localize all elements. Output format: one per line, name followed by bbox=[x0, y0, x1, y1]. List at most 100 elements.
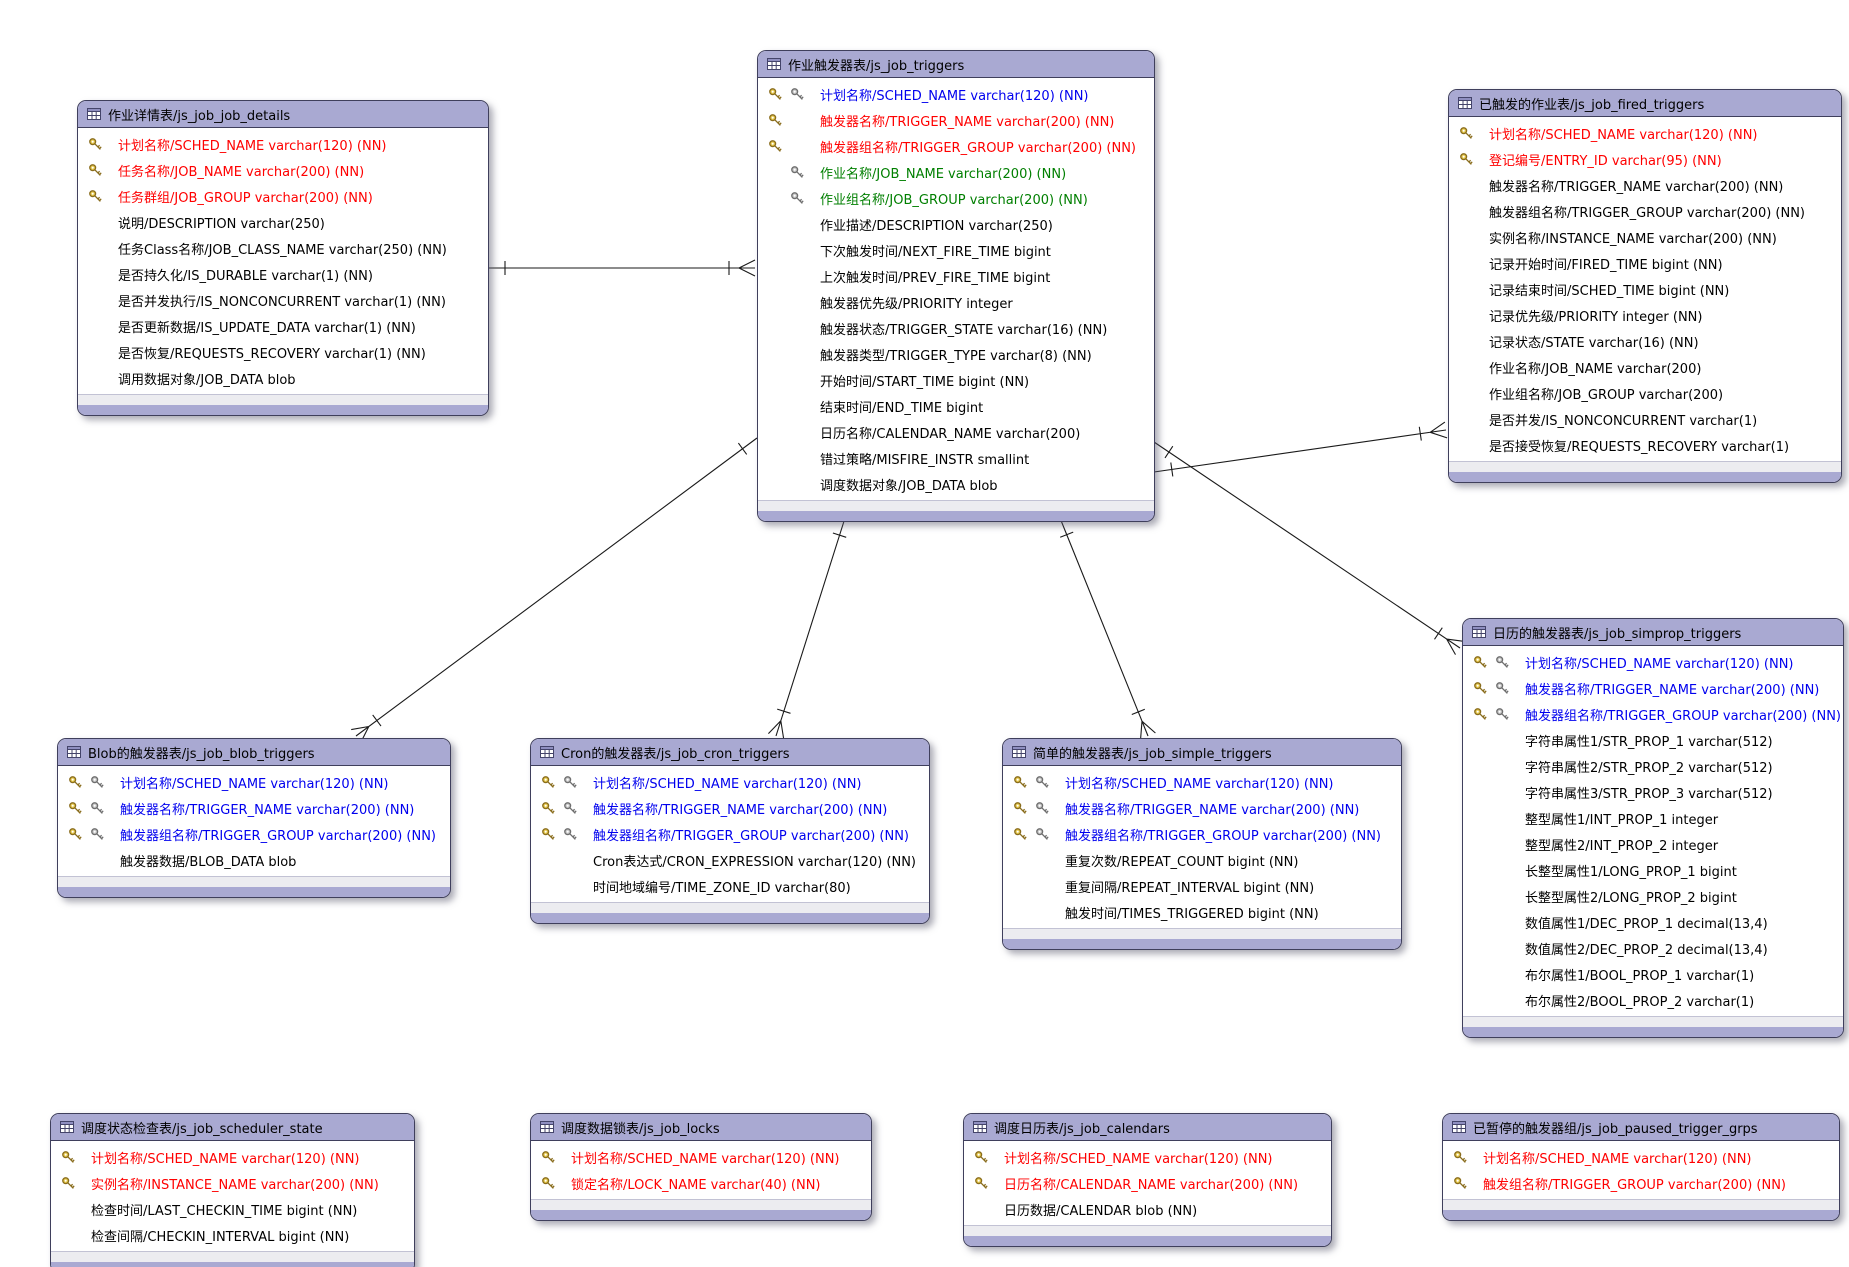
column-row[interactable]: 作业名称/JOB_NAME varchar(200) bbox=[1449, 354, 1841, 380]
column-row[interactable]: 实例名称/INSTANCE_NAME varchar(200) (NN) bbox=[1449, 224, 1841, 250]
column-row[interactable]: 锁定名称/LOCK_NAME varchar(40) (NN) bbox=[531, 1170, 871, 1196]
column-row[interactable]: 作业名称/JOB_NAME varchar(200) (NN) bbox=[758, 159, 1154, 185]
column-row[interactable]: 整型属性2/INT_PROP_2 integer bbox=[1463, 831, 1843, 857]
column-row[interactable]: 是否恢复/REQUESTS_RECOVERY varchar(1) (NN) bbox=[78, 339, 488, 365]
column-row[interactable]: 触发器名称/TRIGGER_NAME varchar(200) (NN) bbox=[1449, 172, 1841, 198]
column-row[interactable]: 错过策略/MISFIRE_INSTR smallint bbox=[758, 445, 1154, 471]
column-row[interactable]: 任务名称/JOB_NAME varchar(200) (NN) bbox=[78, 157, 488, 183]
column-row[interactable]: 计划名称/SCHED_NAME varchar(120) (NN) bbox=[964, 1144, 1331, 1170]
column-row[interactable]: 字符串属性1/STR_PROP_1 varchar(512) bbox=[1463, 727, 1843, 753]
column-row[interactable]: 触发器组名称/TRIGGER_GROUP varchar(200) (NN) bbox=[1003, 821, 1401, 847]
column-row[interactable]: 计划名称/SCHED_NAME varchar(120) (NN) bbox=[1003, 769, 1401, 795]
column-row[interactable]: 记录优先级/PRIORITY integer (NN) bbox=[1449, 302, 1841, 328]
column-row[interactable]: 重复次数/REPEAT_COUNT bigint (NN) bbox=[1003, 847, 1401, 873]
db-table-js_job_calendars[interactable]: 调度日历表/js_job_calendars 计划名称/SCHED_NAME v… bbox=[963, 1113, 1332, 1247]
column-row[interactable]: 是否并发执行/IS_NONCONCURRENT varchar(1) (NN) bbox=[78, 287, 488, 313]
column-row[interactable]: 作业描述/DESCRIPTION varchar(250) bbox=[758, 211, 1154, 237]
column-row[interactable]: 日历名称/CALENDAR_NAME varchar(200) bbox=[758, 419, 1154, 445]
column-row[interactable]: 任务Class名称/JOB_CLASS_NAME varchar(250) (N… bbox=[78, 235, 488, 261]
column-row[interactable]: 结束时间/END_TIME bigint bbox=[758, 393, 1154, 419]
db-table-js_job_locks[interactable]: 调度数据锁表/js_job_locks 计划名称/SCHED_NAME varc… bbox=[530, 1113, 872, 1221]
column-row[interactable]: 触发器状态/TRIGGER_STATE varchar(16) (NN) bbox=[758, 315, 1154, 341]
column-row[interactable]: 实例名称/INSTANCE_NAME varchar(200) (NN) bbox=[51, 1170, 414, 1196]
column-row[interactable]: 字符串属性2/STR_PROP_2 varchar(512) bbox=[1463, 753, 1843, 779]
column-row[interactable]: 触发器优先级/PRIORITY integer bbox=[758, 289, 1154, 315]
column-row[interactable]: 字符串属性3/STR_PROP_3 varchar(512) bbox=[1463, 779, 1843, 805]
table-header[interactable]: 调度日历表/js_job_calendars bbox=[964, 1114, 1331, 1141]
column-row[interactable]: 作业组名称/JOB_GROUP varchar(200) (NN) bbox=[758, 185, 1154, 211]
column-row[interactable]: 调度数据对象/JOB_DATA blob bbox=[758, 471, 1154, 497]
column-row[interactable]: 是否接受恢复/REQUESTS_RECOVERY varchar(1) bbox=[1449, 432, 1841, 458]
table-header[interactable]: 调度状态检查表/js_job_scheduler_state bbox=[51, 1114, 414, 1141]
table-header[interactable]: 日历的触发器表/js_job_simprop_triggers bbox=[1463, 619, 1843, 646]
db-table-js_job_paused_trigger_grps[interactable]: 已暂停的触发器组/js_job_paused_trigger_grps 计划名称… bbox=[1442, 1113, 1840, 1221]
column-row[interactable]: 计划名称/SCHED_NAME varchar(120) (NN) bbox=[531, 1144, 871, 1170]
db-table-js_job_scheduler_state[interactable]: 调度状态检查表/js_job_scheduler_state 计划名称/SCHE… bbox=[50, 1113, 415, 1267]
db-table-js_job_blob_triggers[interactable]: Blob的触发器表/js_job_blob_triggers 计划名称/SCHE… bbox=[57, 738, 451, 898]
table-header[interactable]: 作业详情表/js_job_job_details bbox=[78, 101, 488, 128]
column-row[interactable]: 上次触发时间/PREV_FIRE_TIME bigint bbox=[758, 263, 1154, 289]
column-row[interactable]: 说明/DESCRIPTION varchar(250) bbox=[78, 209, 488, 235]
column-row[interactable]: Cron表达式/CRON_EXPRESSION varchar(120) (NN… bbox=[531, 847, 929, 873]
db-table-js_job_simprop_triggers[interactable]: 日历的触发器表/js_job_simprop_triggers 计划名称/SCH… bbox=[1462, 618, 1844, 1038]
column-row[interactable]: 日历名称/CALENDAR_NAME varchar(200) (NN) bbox=[964, 1170, 1331, 1196]
column-row[interactable]: 触发时间/TIMES_TRIGGERED bigint (NN) bbox=[1003, 899, 1401, 925]
db-table-js_job_fired_triggers[interactable]: 已触发的作业表/js_job_fired_triggers 计划名称/SCHED… bbox=[1448, 89, 1842, 483]
column-row[interactable]: 计划名称/SCHED_NAME varchar(120) (NN) bbox=[758, 81, 1154, 107]
column-row[interactable]: 触发器类型/TRIGGER_TYPE varchar(8) (NN) bbox=[758, 341, 1154, 367]
column-row[interactable]: 计划名称/SCHED_NAME varchar(120) (NN) bbox=[1463, 649, 1843, 675]
column-row[interactable]: 布尔属性2/BOOL_PROP_2 varchar(1) bbox=[1463, 987, 1843, 1013]
column-row[interactable]: 触发器名称/TRIGGER_NAME varchar(200) (NN) bbox=[1003, 795, 1401, 821]
column-row[interactable]: 计划名称/SCHED_NAME varchar(120) (NN) bbox=[531, 769, 929, 795]
table-header[interactable]: 调度数据锁表/js_job_locks bbox=[531, 1114, 871, 1141]
column-row[interactable]: 检查间隔/CHECKIN_INTERVAL bigint (NN) bbox=[51, 1222, 414, 1248]
column-row[interactable]: 计划名称/SCHED_NAME varchar(120) (NN) bbox=[1449, 120, 1841, 146]
column-row[interactable]: 触发器组名称/TRIGGER_GROUP varchar(200) (NN) bbox=[758, 133, 1154, 159]
db-table-js_job_simple_triggers[interactable]: 简单的触发器表/js_job_simple_triggers 计划名称/SCHE… bbox=[1002, 738, 1402, 950]
column-row[interactable]: 下次触发时间/NEXT_FIRE_TIME bigint bbox=[758, 237, 1154, 263]
table-header[interactable]: Cron的触发器表/js_job_cron_triggers bbox=[531, 739, 929, 766]
table-header[interactable]: 已触发的作业表/js_job_fired_triggers bbox=[1449, 90, 1841, 117]
table-header[interactable]: 简单的触发器表/js_job_simple_triggers bbox=[1003, 739, 1401, 766]
column-row[interactable]: 整型属性1/INT_PROP_1 integer bbox=[1463, 805, 1843, 831]
column-row[interactable]: 计划名称/SCHED_NAME varchar(120) (NN) bbox=[58, 769, 450, 795]
column-row[interactable]: 重复间隔/REPEAT_INTERVAL bigint (NN) bbox=[1003, 873, 1401, 899]
column-row[interactable]: 触发组名称/TRIGGER_GROUP varchar(200) (NN) bbox=[1443, 1170, 1839, 1196]
column-row[interactable]: 计划名称/SCHED_NAME varchar(120) (NN) bbox=[78, 131, 488, 157]
column-row[interactable]: 开始时间/START_TIME bigint (NN) bbox=[758, 367, 1154, 393]
column-row[interactable]: 检查时间/LAST_CHECKIN_TIME bigint (NN) bbox=[51, 1196, 414, 1222]
db-table-js_job_triggers[interactable]: 作业触发器表/js_job_triggers 计划名称/SCHED_NAME v… bbox=[757, 50, 1155, 522]
column-row[interactable]: 记录状态/STATE varchar(16) (NN) bbox=[1449, 328, 1841, 354]
column-row[interactable]: 触发器名称/TRIGGER_NAME varchar(200) (NN) bbox=[58, 795, 450, 821]
column-row[interactable]: 计划名称/SCHED_NAME varchar(120) (NN) bbox=[51, 1144, 414, 1170]
column-row[interactable]: 长整型属性2/LONG_PROP_2 bigint bbox=[1463, 883, 1843, 909]
table-header[interactable]: 作业触发器表/js_job_triggers bbox=[758, 51, 1154, 78]
column-row[interactable]: 触发器名称/TRIGGER_NAME varchar(200) (NN) bbox=[531, 795, 929, 821]
column-row[interactable]: 记录结束时间/SCHED_TIME bigint (NN) bbox=[1449, 276, 1841, 302]
column-row[interactable]: 是否持久化/IS_DURABLE varchar(1) (NN) bbox=[78, 261, 488, 287]
column-row[interactable]: 作业组名称/JOB_GROUP varchar(200) bbox=[1449, 380, 1841, 406]
column-row[interactable]: 时间地域编号/TIME_ZONE_ID varchar(80) bbox=[531, 873, 929, 899]
column-row[interactable]: 触发器名称/TRIGGER_NAME varchar(200) (NN) bbox=[758, 107, 1154, 133]
table-header[interactable]: Blob的触发器表/js_job_blob_triggers bbox=[58, 739, 450, 766]
column-row[interactable]: 触发器数据/BLOB_DATA blob bbox=[58, 847, 450, 873]
column-row[interactable]: 触发器组名称/TRIGGER_GROUP varchar(200) (NN) bbox=[1463, 701, 1843, 727]
column-row[interactable]: 任务群组/JOB_GROUP varchar(200) (NN) bbox=[78, 183, 488, 209]
column-row[interactable]: 登记编号/ENTRY_ID varchar(95) (NN) bbox=[1449, 146, 1841, 172]
column-row[interactable]: 长整型属性1/LONG_PROP_1 bigint bbox=[1463, 857, 1843, 883]
column-row[interactable]: 触发器组名称/TRIGGER_GROUP varchar(200) (NN) bbox=[1449, 198, 1841, 224]
column-row[interactable]: 数值属性1/DEC_PROP_1 decimal(13,4) bbox=[1463, 909, 1843, 935]
column-row[interactable]: 触发器组名称/TRIGGER_GROUP varchar(200) (NN) bbox=[58, 821, 450, 847]
column-row[interactable]: 是否并发/IS_NONCONCURRENT varchar(1) bbox=[1449, 406, 1841, 432]
column-row[interactable]: 计划名称/SCHED_NAME varchar(120) (NN) bbox=[1443, 1144, 1839, 1170]
column-row[interactable]: 布尔属性1/BOOL_PROP_1 varchar(1) bbox=[1463, 961, 1843, 987]
column-row[interactable]: 日历数据/CALENDAR blob (NN) bbox=[964, 1196, 1331, 1222]
table-header[interactable]: 已暂停的触发器组/js_job_paused_trigger_grps bbox=[1443, 1114, 1839, 1141]
column-row[interactable]: 记录开始时间/FIRED_TIME bigint (NN) bbox=[1449, 250, 1841, 276]
db-table-js_job_job_details[interactable]: 作业详情表/js_job_job_details 计划名称/SCHED_NAME… bbox=[77, 100, 489, 416]
column-row[interactable]: 触发器组名称/TRIGGER_GROUP varchar(200) (NN) bbox=[531, 821, 929, 847]
column-row[interactable]: 调用数据对象/JOB_DATA blob bbox=[78, 365, 488, 391]
db-table-js_job_cron_triggers[interactable]: Cron的触发器表/js_job_cron_triggers 计划名称/SCHE… bbox=[530, 738, 930, 924]
column-row[interactable]: 数值属性2/DEC_PROP_2 decimal(13,4) bbox=[1463, 935, 1843, 961]
column-row[interactable]: 触发器名称/TRIGGER_NAME varchar(200) (NN) bbox=[1463, 675, 1843, 701]
